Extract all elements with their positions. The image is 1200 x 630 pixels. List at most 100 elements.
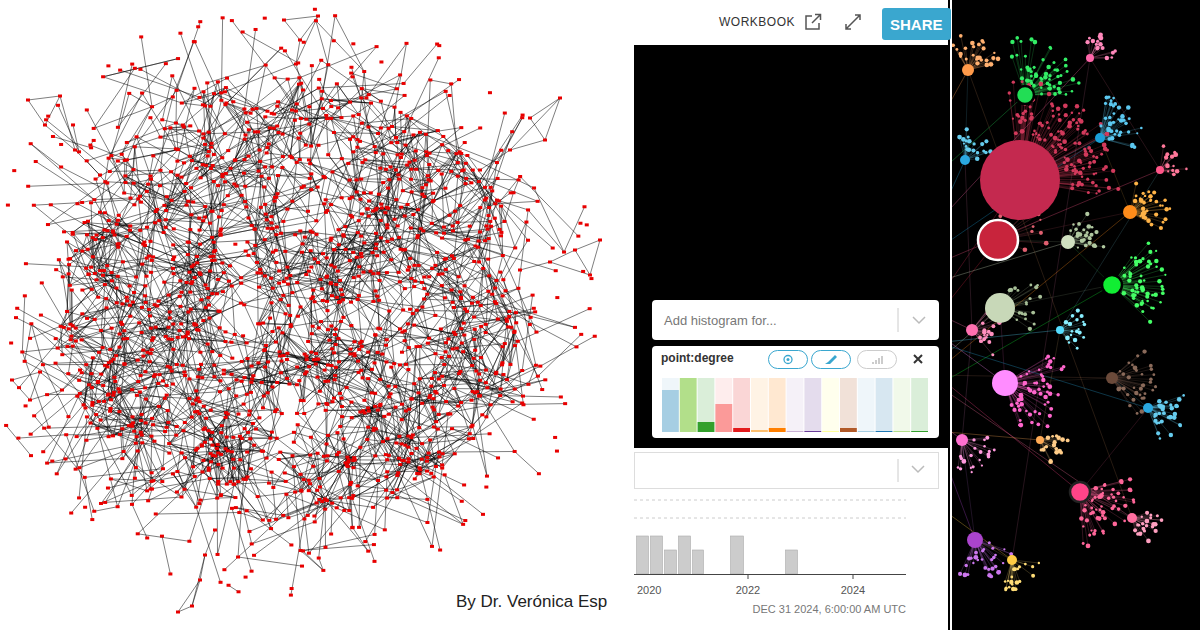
network-node (189, 308, 193, 311)
network-node (138, 68, 142, 71)
network-node (316, 402, 320, 405)
network-node (211, 164, 215, 167)
network-node (258, 160, 262, 163)
network-node (358, 446, 362, 449)
right-ground (952, 0, 1200, 630)
network-node (232, 483, 236, 486)
panel-ground (634, 0, 950, 630)
network-node (218, 354, 222, 357)
network-node (528, 323, 532, 326)
network-node (410, 190, 414, 193)
network-node (12, 169, 16, 172)
network-node (307, 479, 311, 482)
network-node (476, 301, 480, 304)
network-node (199, 363, 203, 366)
network-node (233, 333, 237, 336)
network-node (259, 206, 263, 209)
network-node (385, 497, 389, 500)
network-node (274, 341, 278, 344)
network-node (485, 224, 489, 227)
network-node (479, 304, 483, 307)
network-node (386, 437, 390, 440)
network-node (453, 452, 457, 455)
network-node (169, 170, 173, 173)
network-node (139, 374, 143, 377)
network-graph (4, 8, 602, 614)
network-node (305, 370, 309, 373)
network-node (149, 352, 153, 355)
network-node (348, 179, 352, 182)
network-node (358, 342, 362, 345)
network-node (481, 267, 485, 270)
network-node (384, 344, 388, 347)
network-node (376, 409, 380, 412)
network-node (116, 505, 120, 508)
network-node (398, 463, 402, 466)
network-node (209, 409, 213, 412)
network-node (271, 486, 275, 489)
network-node (93, 318, 97, 321)
network-node (452, 306, 456, 309)
network-node (295, 412, 299, 415)
network-node (451, 301, 455, 304)
network-node (313, 8, 317, 11)
network-node (253, 228, 257, 231)
network-node (349, 324, 353, 327)
network-node (204, 164, 208, 167)
network-node (90, 401, 94, 404)
network-node (80, 371, 84, 374)
network-node (216, 480, 220, 483)
network-node (280, 331, 284, 334)
network-node (116, 275, 120, 278)
network-node (431, 406, 435, 409)
network-node (223, 180, 227, 183)
network-node (425, 521, 429, 524)
network-node (175, 160, 179, 163)
network-node (406, 435, 410, 438)
network-node (195, 255, 199, 258)
network-node (401, 308, 405, 311)
network-node (398, 327, 402, 330)
network-node (84, 267, 88, 270)
network-node (337, 243, 341, 246)
network-node (215, 447, 219, 450)
network-node (351, 251, 355, 254)
network-node (486, 290, 490, 293)
network-node (478, 126, 482, 129)
network-node (162, 231, 166, 234)
network-node (428, 394, 432, 397)
network-node (397, 178, 401, 181)
network-node (246, 254, 250, 257)
network-node (389, 165, 393, 168)
network-node (91, 236, 95, 239)
network-node (349, 72, 353, 75)
network-node (244, 478, 248, 481)
network-node (514, 311, 518, 314)
network-node (80, 201, 84, 204)
network-node (429, 179, 433, 182)
divider (898, 459, 899, 482)
grid-line (634, 500, 906, 501)
network-node (136, 532, 140, 535)
network-node (335, 506, 339, 509)
network-node (537, 472, 541, 475)
network-node (212, 364, 216, 367)
network-node (430, 222, 434, 225)
network-node (260, 175, 264, 178)
network-node (117, 410, 121, 413)
network-node (241, 30, 245, 33)
network-node (493, 217, 497, 220)
network-node (240, 360, 244, 363)
network-node (171, 348, 175, 351)
network-node (436, 129, 440, 132)
network-node (508, 149, 512, 152)
network-node (485, 386, 489, 389)
network-node (178, 32, 182, 35)
network-node (434, 465, 438, 468)
network-node (130, 494, 134, 497)
network-node (472, 316, 476, 319)
network-node (146, 499, 150, 502)
network-node (372, 560, 376, 563)
network-node (170, 370, 174, 373)
